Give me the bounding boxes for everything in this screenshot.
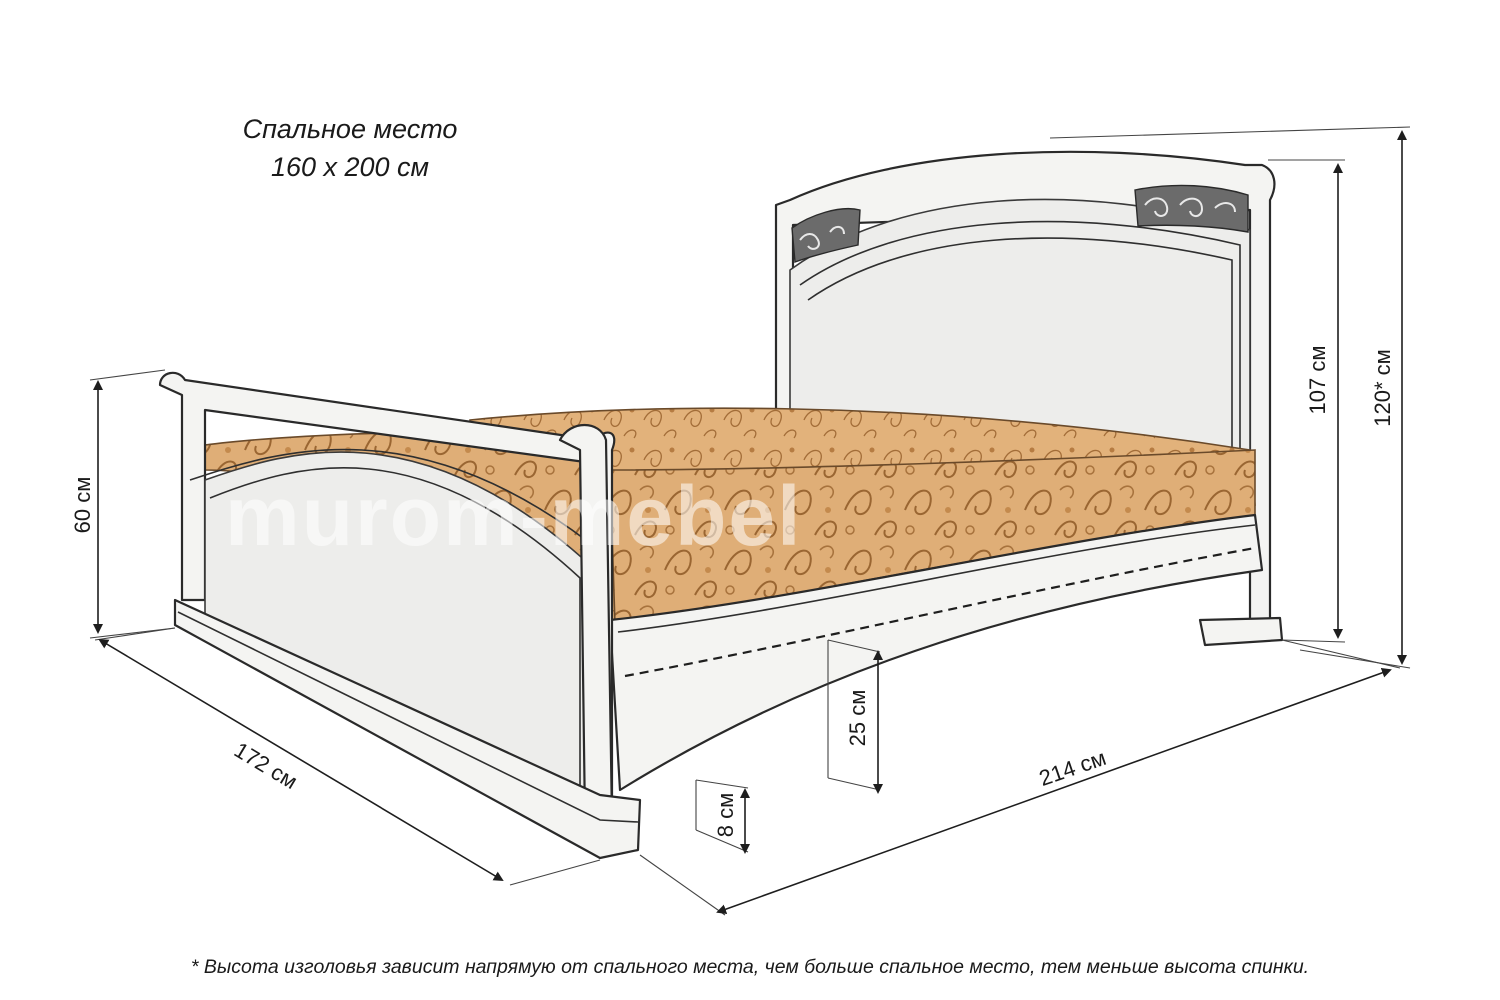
dim-headboard-total-height-label: 120* см (1370, 349, 1395, 427)
sleeping-area-size: 160 x 200 см (270, 152, 430, 182)
footboard-arch-rail (189, 448, 606, 556)
dim-footboard-height (89, 369, 176, 639)
headboard-panel-molding (799, 220, 1241, 555)
dim-leg-height (695, 779, 750, 854)
dim-side-rail-height-label: 25 см (845, 690, 870, 747)
dim-headboard-frame-height-label: 107 см (1305, 346, 1330, 415)
mattress-support-line (624, 546, 1256, 678)
watermark-text: murom-mebel (225, 469, 802, 563)
dim-headboard-frame-height (1268, 159, 1346, 643)
footboard-panel-molding (209, 466, 581, 805)
headboard-carving-scrolls (799, 197, 1236, 250)
side-rail-top-edge (617, 524, 1256, 633)
dim-footboard-height-label: 60 см (70, 477, 95, 534)
dim-width-label: 172 см (230, 737, 302, 794)
headboard-carving-left (791, 208, 861, 263)
headboard-height-footnote: * Высота изголовья зависит напрямую от с… (190, 956, 1310, 978)
footboard-frame (158, 371, 616, 822)
headboard-foot (1198, 616, 1284, 647)
sleeping-area-label: Спальное место (242, 114, 458, 144)
dim-side-rail-height (827, 639, 883, 794)
headboard-carving-right (1134, 184, 1249, 233)
dim-leg-height-label: 8 см (713, 793, 738, 837)
headboard-panel-inner-molding (807, 237, 1233, 552)
dim-headboard-total-height (1049, 126, 1411, 669)
sleeping-area-title: Спальное место 160 x 200 см (200, 110, 500, 186)
dim-width (94, 627, 601, 886)
